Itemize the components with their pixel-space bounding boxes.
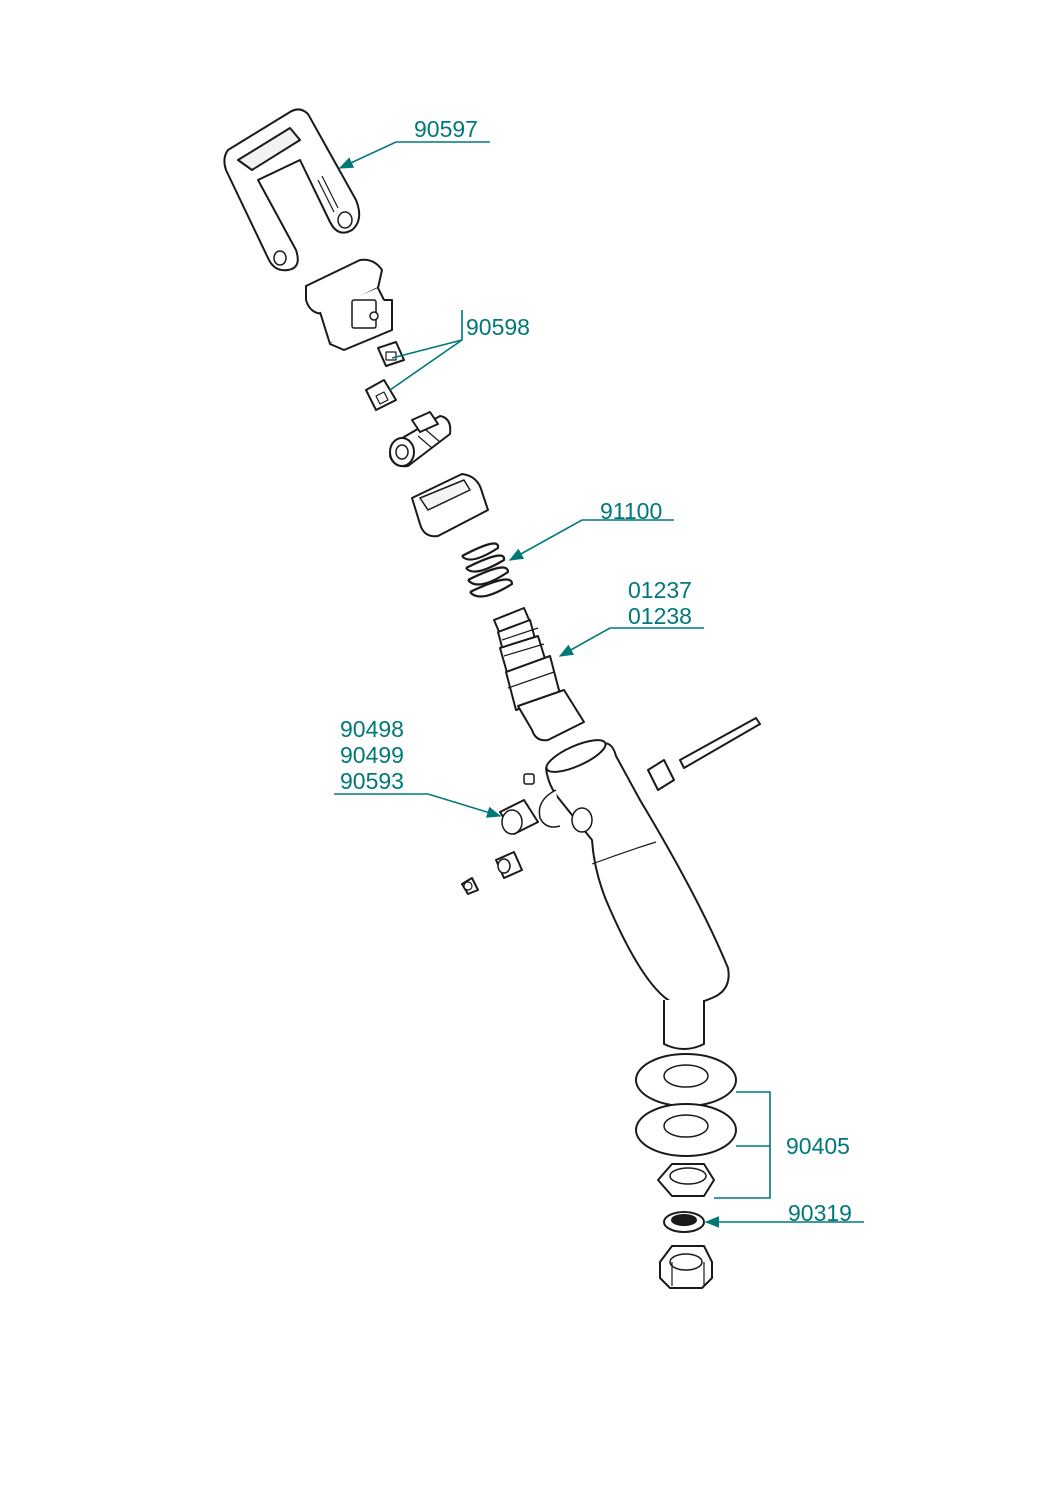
lever-block-part	[305, 258, 393, 351]
spring-part	[461, 542, 514, 598]
callout-90319: 90319	[788, 1200, 852, 1226]
handle-lever-part	[223, 108, 361, 272]
union-nut-part	[659, 1245, 713, 1289]
callout-91100: 91100	[600, 498, 662, 524]
bolt-part	[461, 877, 479, 895]
leader-01237	[558, 627, 704, 657]
callout-90598: 90598	[466, 314, 530, 340]
bushing-part	[499, 799, 539, 835]
grub-screw-part	[523, 773, 535, 785]
clip-part-lower	[365, 379, 397, 411]
lock-nut-part	[657, 1163, 715, 1197]
callout-90319-code: 90319	[788, 1200, 852, 1226]
leader-90598	[389, 310, 463, 391]
callout-90597: 90597	[414, 116, 478, 142]
callout-90498-code: 90498	[340, 716, 404, 742]
callout-01237-01238: 01237 01238	[628, 577, 692, 629]
callout-90499-code: 90499	[340, 742, 404, 768]
cam-roller-part	[389, 411, 452, 468]
tap-body-part	[538, 739, 730, 1050]
cartridge-part	[493, 607, 585, 742]
callout-90598-code: 90598	[466, 314, 530, 340]
pin-bushing-part	[647, 759, 675, 791]
callout-90593-code: 90593	[340, 768, 404, 794]
cover-cap-part	[411, 473, 489, 538]
screw-part	[495, 851, 523, 879]
callout-90405: 90405	[786, 1133, 850, 1159]
leader-90405	[714, 1091, 771, 1199]
pin-part	[679, 717, 761, 769]
callout-01238-code: 01238	[628, 603, 692, 629]
washer-upper-part	[635, 1053, 737, 1107]
seal-ring-part	[663, 1211, 705, 1233]
leader-90597	[338, 141, 490, 169]
clip-part-upper	[377, 341, 405, 367]
callout-90597-code: 90597	[414, 116, 478, 142]
callout-01237-code: 01237	[628, 577, 692, 603]
callout-90405-code: 90405	[786, 1133, 850, 1159]
leader-91100	[508, 519, 674, 561]
callout-91100-code: 91100	[600, 498, 663, 524]
washer-lower-part	[635, 1103, 737, 1157]
leader-90498	[334, 793, 502, 818]
callout-90498-90499-90593: 90498 90499 90593	[340, 716, 404, 794]
